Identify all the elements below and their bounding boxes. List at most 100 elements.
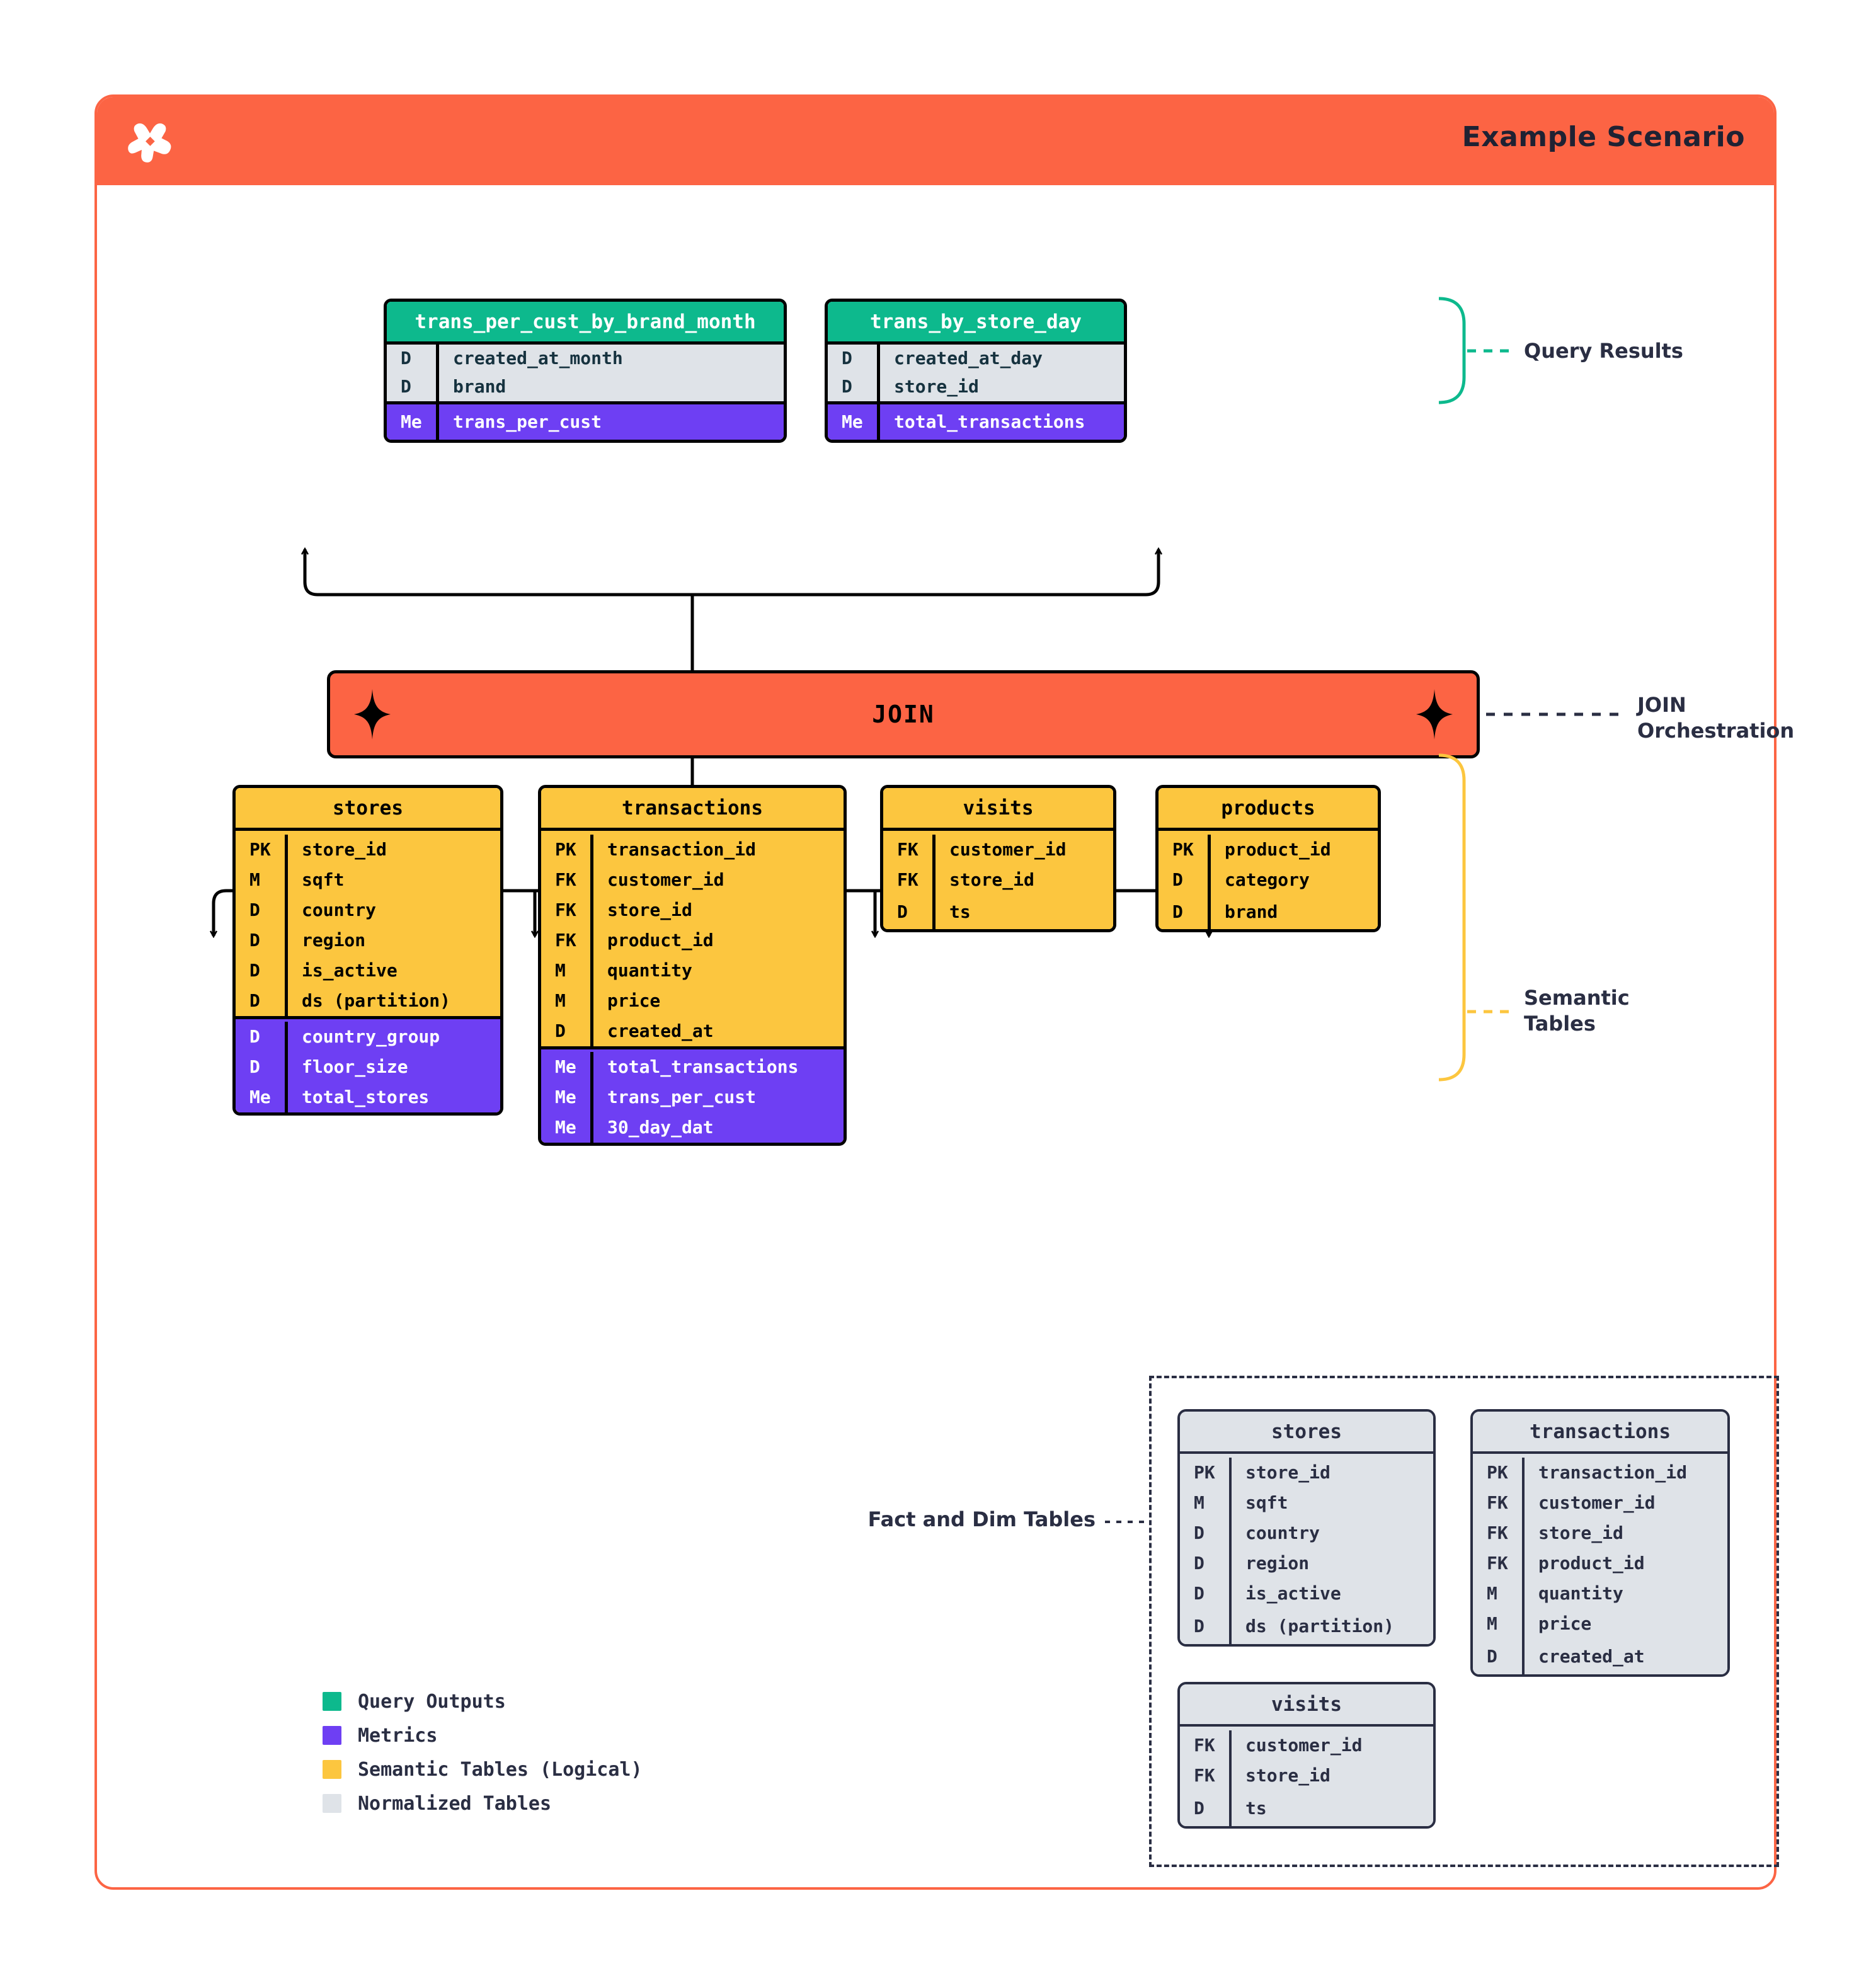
row-field: store_id [285, 835, 500, 865]
table-row-metric: Me trans_per_cust [541, 1082, 844, 1113]
table-rows: PK transaction_id FK customer_id FK stor… [541, 828, 844, 1143]
sparkle-icon [354, 689, 391, 740]
row-field: store_id [1229, 1458, 1433, 1488]
row-kind: FK [1487, 1553, 1508, 1574]
row-field: region [285, 925, 500, 956]
table-rows: FK customer_id FK store_id D ts [883, 828, 1113, 930]
row-field: created_at_day [877, 345, 1124, 372]
row-field: ds (partition) [1229, 1609, 1433, 1645]
table-rows: PK store_id M sqft D country D region D … [1180, 1451, 1433, 1645]
semantic-table-stores[interactable]: stores PK store_id M sqft D country D re… [232, 785, 503, 1116]
query-result-table-trans-per-cust-by-brand-month[interactable]: trans_per_cust_by_brand_month D created_… [384, 299, 787, 443]
table-row: PK transaction_id [1473, 1454, 1727, 1488]
row-field: store_id [1229, 1761, 1433, 1791]
row-field: country_group [285, 1022, 500, 1053]
fact-dim-group-box [1149, 1376, 1779, 1867]
row-field: customer_id [590, 865, 844, 896]
row-kind: FK [897, 869, 918, 891]
row-field: total_stores [285, 1082, 500, 1113]
row-kind: M [1487, 1613, 1497, 1635]
row-kind: D [249, 900, 260, 921]
row-kind: FK [1487, 1492, 1508, 1514]
row-field: transaction_id [590, 835, 844, 865]
row-field: created_at [590, 1016, 844, 1047]
row-kind: D [555, 1020, 566, 1042]
table-row: FK store_id [1473, 1518, 1727, 1549]
legend-swatch-semantic-tables [323, 1760, 341, 1779]
row-field: customer_id [1229, 1730, 1433, 1761]
table-row: D country [236, 895, 500, 926]
row-field: country [1229, 1518, 1433, 1549]
table-row-metric: Me total_transactions [828, 401, 1124, 440]
row-kind: FK [1194, 1765, 1215, 1786]
table-row: D category [1159, 865, 1378, 896]
query-result-table-trans-by-store-day[interactable]: trans_by_store_day D created_at_day D st… [825, 299, 1127, 443]
legend-swatch-normalized-tables [323, 1794, 341, 1813]
legend-swatch-metrics [323, 1726, 341, 1745]
legend-item: Normalized Tables [323, 1786, 643, 1820]
page-title: Example Scenario [1462, 121, 1745, 153]
header-bar: Example Scenario [97, 97, 1774, 185]
row-field: created_at [1522, 1639, 1727, 1675]
table-title: products [1159, 788, 1378, 828]
table-row: FK store_id [883, 865, 1113, 896]
row-kind: D [897, 901, 908, 923]
semantic-table-transactions[interactable]: transactions PK transaction_id FK custom… [538, 785, 847, 1146]
legend-label: Semantic Tables (Logical) [358, 1758, 643, 1781]
table-row: D region [1180, 1548, 1433, 1579]
row-field: sqft [285, 865, 500, 896]
row-kind: D [1194, 1553, 1204, 1574]
row-kind: M [249, 869, 260, 891]
row-kind: FK [1487, 1522, 1508, 1544]
table-row: PK store_id [236, 831, 500, 865]
join-orchestration-bar[interactable]: JOIN [327, 670, 1480, 758]
row-field: store_id [932, 865, 1113, 896]
sparkle-icon [1416, 689, 1453, 740]
table-row-metric: Me 30_day_dat [541, 1112, 844, 1143]
table-row-metric: D floor_size [236, 1052, 500, 1083]
table-row: D created_at [1473, 1639, 1727, 1675]
row-kind: D [401, 347, 411, 368]
table-rows: D created_at_month D brand Me trans_per_… [387, 341, 784, 440]
table-row: D store_id [828, 372, 1124, 402]
table-rows: PK product_id D category D brand [1159, 828, 1378, 930]
table-title: stores [236, 788, 500, 828]
table-row: D ds (partition) [236, 986, 500, 1017]
table-rows: FK customer_id FK store_id D ts [1180, 1724, 1433, 1827]
table-row: D created_at_month [387, 345, 784, 372]
row-field: product_id [1522, 1548, 1727, 1579]
row-kind: M [1487, 1583, 1497, 1604]
table-rows: PK store_id M sqft D country D region D … [236, 828, 500, 1113]
row-field: created_at_month [436, 345, 784, 372]
row-field: store_id [1522, 1518, 1727, 1549]
legend: Query Outputs Metrics Semantic Tables (L… [323, 1684, 643, 1820]
table-row: D brand [387, 372, 784, 402]
row-field: price [590, 986, 844, 1017]
diagram-frame: Example Scenario trans_per_cust_by_brand… [94, 94, 1794, 1890]
semantic-table-products[interactable]: products PK product_id D category D bran… [1155, 785, 1381, 933]
normalized-table-stores[interactable]: stores PK store_id M sqft D country D re… [1177, 1409, 1436, 1647]
row-kind: M [555, 960, 566, 981]
table-rows: D created_at_day D store_id Me total_tra… [828, 341, 1124, 440]
table-row: M quantity [1473, 1579, 1727, 1609]
table-row: D brand [1159, 895, 1378, 930]
row-field: 30_day_dat [590, 1112, 844, 1143]
row-field: price [1522, 1609, 1727, 1640]
table-title: trans_per_cust_by_brand_month [387, 302, 784, 342]
table-row: M sqft [1180, 1488, 1433, 1519]
row-kind: PK [1194, 1462, 1215, 1483]
row-field: brand [1208, 895, 1378, 930]
row-kind: Me [555, 1087, 576, 1108]
table-row: FK product_id [541, 925, 844, 956]
row-kind: D [401, 375, 411, 397]
normalized-table-visits[interactable]: visits FK customer_id FK store_id D ts [1177, 1682, 1436, 1829]
table-row: M price [1473, 1609, 1727, 1640]
legend-label: Metrics [358, 1724, 438, 1747]
table-row: FK customer_id [883, 831, 1113, 865]
semantic-table-visits[interactable]: visits FK customer_id FK store_id D ts [880, 785, 1116, 933]
row-kind: D [1172, 869, 1183, 891]
row-field: transaction_id [1522, 1458, 1727, 1488]
row-kind: D [1487, 1646, 1497, 1667]
table-title: trans_by_store_day [828, 302, 1124, 342]
normalized-table-transactions[interactable]: transactions PK transaction_id FK custom… [1470, 1409, 1730, 1677]
